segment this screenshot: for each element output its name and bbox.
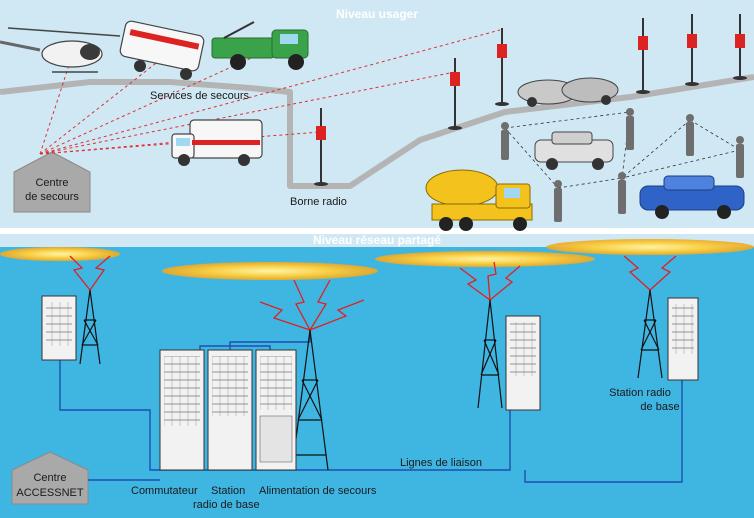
radio-terminal-icon	[495, 28, 509, 106]
base-station-label-1: Station	[211, 485, 245, 497]
network-level-background	[0, 247, 754, 518]
car-icon	[534, 131, 614, 170]
radio-terminal-icon	[685, 14, 699, 86]
helicopter-icon	[0, 27, 121, 73]
radio-terminals	[314, 14, 747, 186]
tower-icon	[79, 289, 101, 365]
switch-rack	[159, 349, 205, 471]
network-level-title: Niveau réseau partagé	[313, 233, 441, 247]
person-icon	[626, 108, 634, 150]
link-lines-label: Lignes de liaison	[400, 457, 482, 469]
backup-power-rack	[255, 349, 297, 471]
radio-terminal-icon	[733, 14, 747, 80]
responder-links	[504, 111, 741, 189]
cement-truck-icon	[425, 169, 533, 231]
ambulance-icon	[119, 20, 205, 80]
radio-terminal-icon	[636, 18, 650, 94]
base-station-cabinet-middle	[505, 315, 541, 411]
section-divider	[0, 228, 754, 234]
base-station-cabinet-left	[41, 295, 77, 361]
emergency-center: Centre de secours	[13, 151, 91, 213]
base-station-label-2: radio de base	[193, 499, 260, 511]
coverage-cloud	[0, 247, 120, 261]
responder-figures	[501, 108, 744, 222]
radio-terminal-icon	[314, 108, 328, 186]
ambulance-van-icon	[171, 119, 263, 166]
radio-signals	[69, 255, 677, 331]
backup-power-label: Alimentation de secours	[259, 485, 377, 497]
coverage-cloud	[375, 251, 595, 267]
person-icon	[686, 114, 694, 156]
person-icon	[618, 172, 626, 214]
blue-car-icon	[639, 175, 745, 219]
accessnet-center: Centre ACCESSNET	[11, 451, 89, 505]
coverage-clouds	[0, 239, 754, 280]
base-station-rack	[207, 349, 253, 471]
accessnet-center-label-2: ACCESSNET	[16, 487, 84, 499]
emergency-services-label: Services de secours	[150, 90, 250, 102]
tower-icon	[477, 299, 503, 409]
radio-terminal-icon	[448, 58, 462, 130]
person-icon	[501, 122, 509, 160]
radio-towers	[79, 289, 663, 471]
coverage-cloud	[162, 262, 378, 280]
accident-cars-icon	[517, 77, 619, 107]
user-level-title: Niveau usager	[336, 7, 418, 21]
emergency-center-label-2: de secours	[25, 191, 79, 203]
radio-terminal-label: Borne radio	[290, 196, 347, 208]
emergency-center-label-1: Centre	[35, 177, 68, 189]
base-radio-station-label-2: de base	[640, 401, 679, 413]
tow-truck-icon	[211, 21, 309, 70]
switch-label: Commutateur	[131, 485, 198, 497]
coverage-cloud	[546, 239, 754, 255]
accessnet-center-label-1: Centre	[33, 472, 66, 484]
network-links	[59, 330, 683, 483]
person-icon	[554, 180, 562, 222]
base-radio-station-label-1: Station radio	[609, 387, 671, 399]
base-station-cabinet-right	[667, 297, 699, 381]
tower-icon	[637, 289, 663, 379]
person-icon	[736, 136, 744, 178]
road	[0, 74, 754, 189]
